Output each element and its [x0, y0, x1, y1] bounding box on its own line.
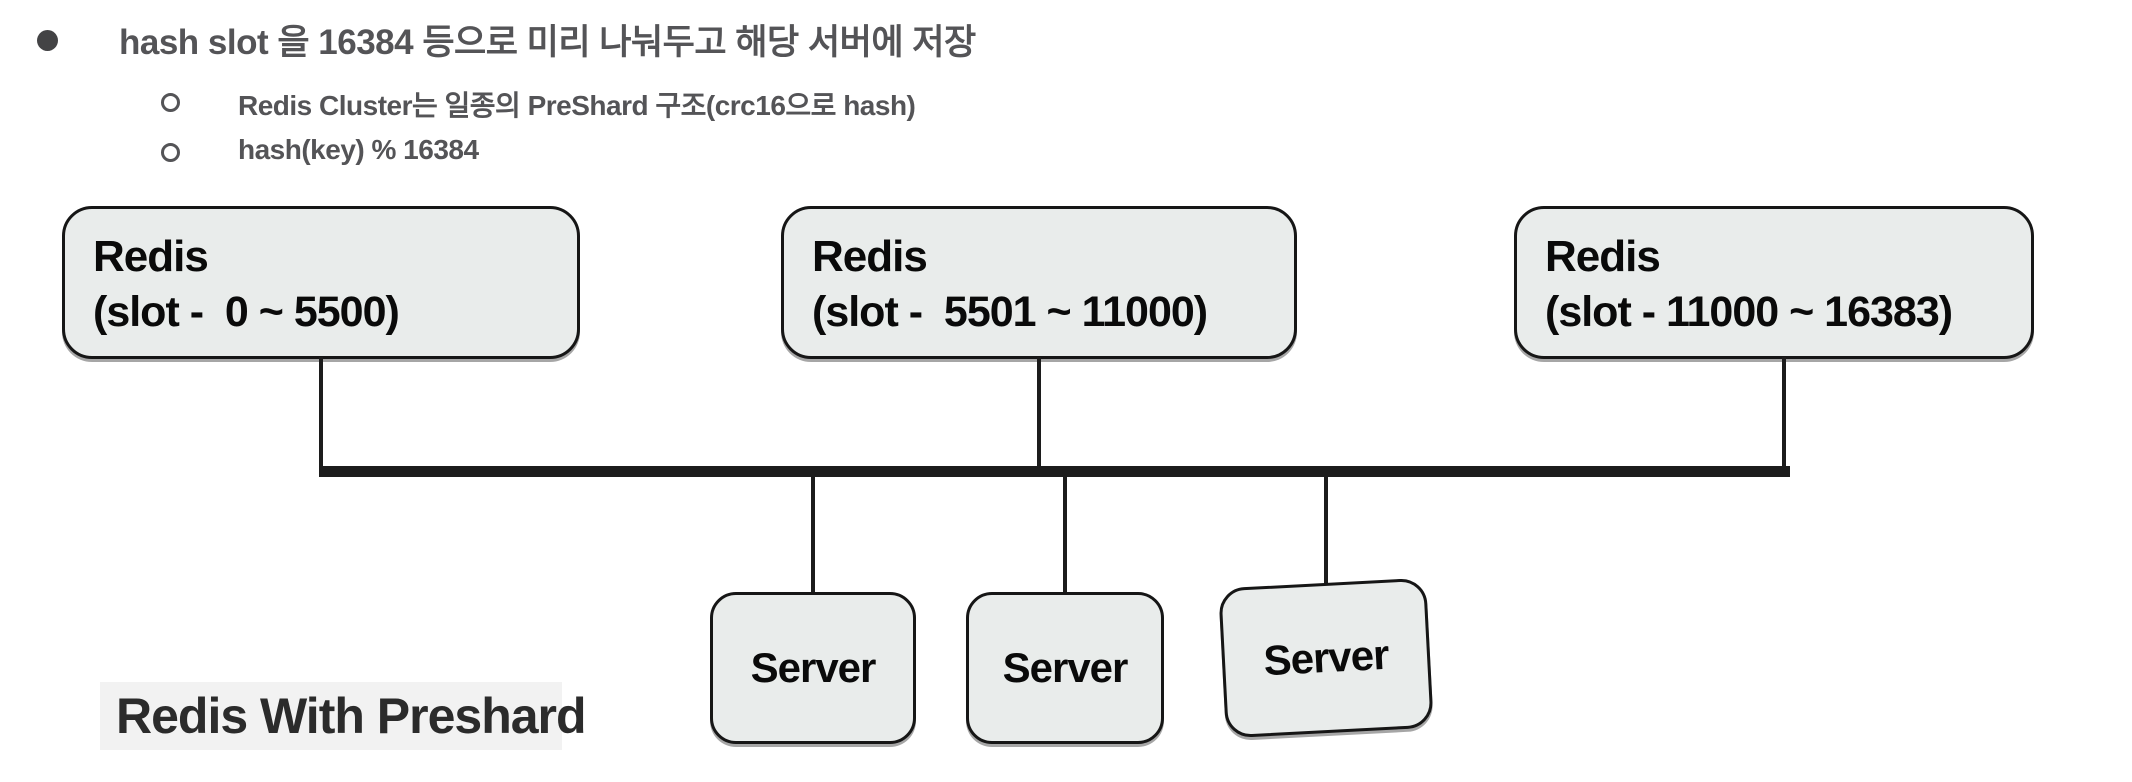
redis-node-1-title: Redis [93, 232, 209, 281]
filled-bullet-icon [37, 30, 58, 51]
diagram-caption: Redis With Preshard [100, 682, 587, 750]
server-node-3-label: Server [1262, 630, 1390, 685]
redis-node-3: Redis (slot - 11000 ~ 16383) [1514, 206, 2034, 359]
redis-node-2: Redis (slot - 5501 ~ 11000) [781, 206, 1297, 359]
hollow-bullet-icon [161, 143, 180, 162]
connector-redis1-to-bus [319, 357, 323, 469]
server-node-1: Server [710, 592, 916, 744]
hollow-bullet-icon [161, 93, 180, 112]
bullet-sub-text-2: hash(key) % 16384 [238, 134, 479, 165]
connector-redis2-to-bus [1037, 357, 1041, 469]
bullet-main-text: hash slot 을 16384 등으로 미리 나눠두고 해당 서버에 저장 [119, 23, 976, 62]
connector-redis3-to-bus [1782, 357, 1786, 469]
redis-node-3-title: Redis [1545, 232, 1661, 281]
server-node-2-label: Server [1002, 644, 1129, 691]
diagram-caption-text: Redis With Preshard [116, 688, 587, 744]
redis-node-1-slot-range: (slot - 0 ~ 5500) [93, 288, 400, 336]
redis-node-3-slot-range: (slot - 11000 ~ 16383) [1545, 288, 1953, 336]
connector-bus-to-server3 [1324, 477, 1328, 585]
redis-node-2-title: Redis [812, 232, 928, 281]
server-node-2: Server [966, 592, 1164, 744]
connector-bus-line [319, 466, 1790, 477]
bullet-sub-text-1: Redis Cluster는 일종의 PreShard 구조(crc16으로 h… [238, 90, 916, 121]
redis-node-2-slot-range: (slot - 5501 ~ 11000) [812, 288, 1208, 336]
redis-node-1: Redis (slot - 0 ~ 5500) [62, 206, 580, 359]
connector-bus-to-server2 [1063, 477, 1067, 594]
server-node-1-label: Server [750, 644, 877, 691]
connector-bus-to-server1 [811, 477, 815, 594]
server-node-3: Server [1218, 577, 1434, 739]
